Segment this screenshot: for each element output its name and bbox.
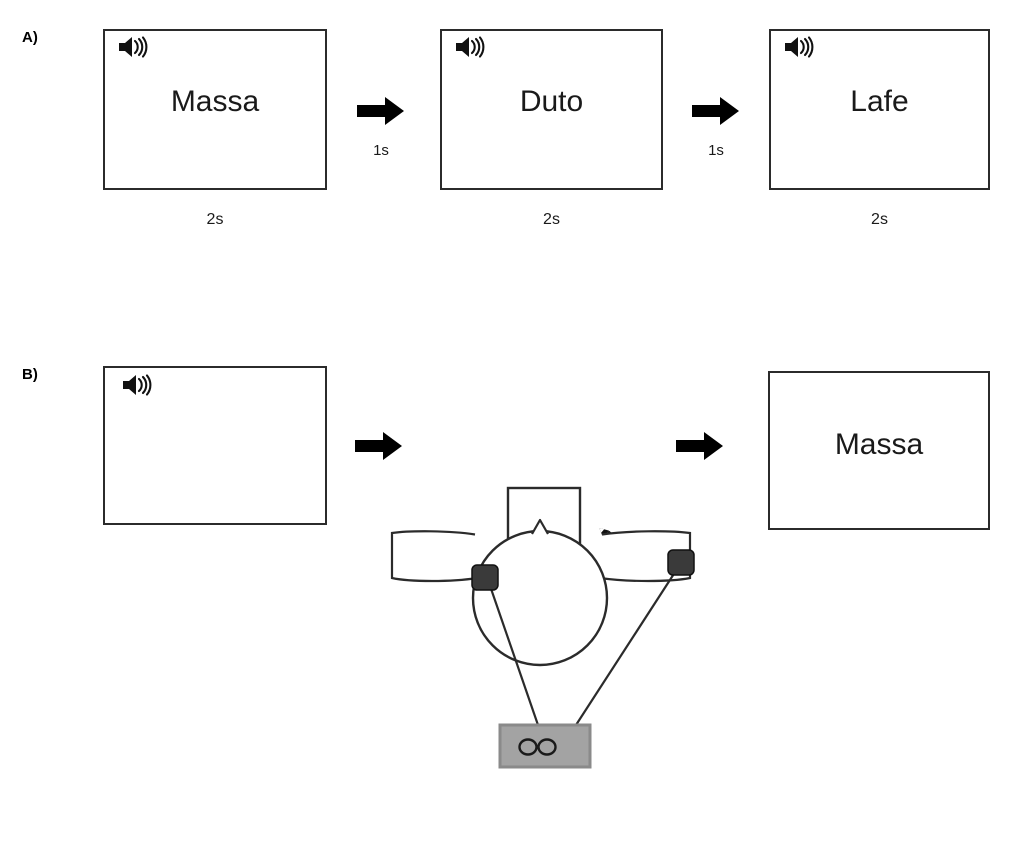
panel-b-screen-1[interactable]	[103, 366, 327, 525]
right-arrow-icon	[355, 430, 403, 462]
left-arm-icon	[390, 530, 478, 583]
speaker-icon	[783, 36, 815, 58]
speaker-icon	[121, 374, 153, 396]
right-arrow-icon	[692, 95, 740, 127]
panel-a-word-2: Duto	[519, 85, 584, 118]
panel-a-letter: A)	[22, 29, 38, 46]
panel-b-screen-2[interactable]	[768, 371, 990, 530]
panel-a-word-3: Lafe	[850, 85, 909, 118]
port-1-icon	[518, 738, 538, 756]
left-cable-icon	[486, 579, 540, 726]
panel-a-word-1: Massa	[170, 85, 260, 118]
panel-a-screen-2[interactable]	[440, 29, 663, 190]
right-electrode-icon	[667, 549, 695, 576]
panel-a-isi-2: 1s	[708, 142, 724, 159]
panel-a-screen-1[interactable]	[103, 29, 327, 190]
panel-b-word-2: Massa	[834, 428, 924, 461]
right-arrow-icon	[676, 430, 724, 462]
panel-a-screen-3[interactable]	[769, 29, 990, 190]
amplifier-box-icon	[498, 723, 592, 769]
panel-a-isi-1: 1s	[373, 142, 389, 159]
right-cable-icon	[575, 565, 680, 726]
nose-marker-icon	[531, 518, 549, 535]
panel-a-duration-1: 2s	[206, 211, 224, 228]
panel-b-letter: B)	[22, 366, 38, 383]
right-arrow-icon	[357, 95, 405, 127]
port-2-icon	[537, 738, 557, 756]
speaker-icon	[454, 36, 486, 58]
eeg-apparatus-diagram	[380, 470, 720, 850]
panel-a-duration-2: 2s	[543, 211, 560, 228]
speaker-icon	[117, 36, 149, 58]
left-electrode-icon	[471, 564, 499, 591]
panel-a-duration-3: 2s	[871, 211, 888, 228]
